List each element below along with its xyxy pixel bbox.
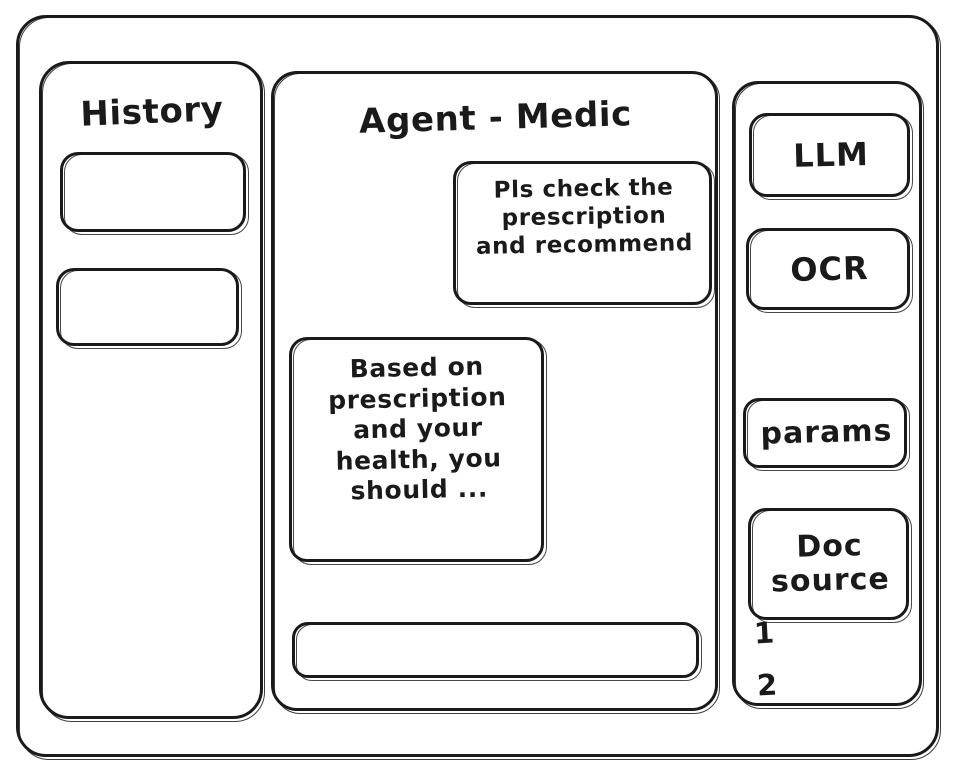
tool-ocr-button[interactable]: OCR — [746, 228, 913, 313]
tool-llm-label: LLM — [792, 134, 870, 175]
user-message-bubble: Pls check the prescription and recommend — [453, 161, 715, 308]
user-message-text: Pls check the prescription and recommend — [475, 174, 694, 260]
doc-source-ref-item[interactable]: 2 — [756, 667, 779, 703]
tool-llm-button[interactable]: LLM — [749, 113, 913, 200]
message-input[interactable] — [292, 622, 702, 681]
history-list-item[interactable] — [56, 268, 242, 349]
tool-ocr-label: OCR — [789, 248, 870, 289]
history-list-item[interactable] — [60, 152, 249, 235]
tool-params-button[interactable]: params — [743, 398, 910, 471]
tool-doc-source-label: Doc source — [770, 527, 891, 600]
agent-message-text: Based on prescription and your health, y… — [327, 351, 507, 506]
agent-message-bubble: Based on prescription and your health, y… — [289, 337, 547, 565]
doc-source-ref-item[interactable]: 1 — [753, 615, 776, 651]
tool-params-label: params — [760, 413, 893, 452]
tool-doc-source-button[interactable]: Doc source — [748, 508, 912, 623]
history-title: History — [79, 89, 225, 135]
